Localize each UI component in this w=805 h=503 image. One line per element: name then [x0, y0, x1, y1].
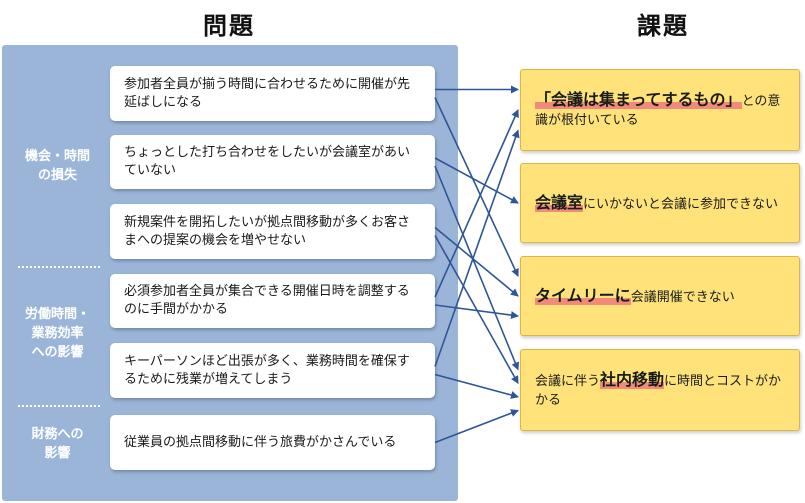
connection-arrow [434, 409, 519, 444]
issue-box: 会議に伴う社内移動に時間とコストがかかる [520, 349, 800, 431]
problem-box: 参加者全員が揃う時間に合わせるために開催が先延ばしになる [110, 66, 435, 121]
issue-highlight: タイムリーに [535, 285, 631, 305]
issue-text: 会議室にいかないと会議に参加できない [535, 192, 779, 214]
problem-text: キーパーソンほど出張が多く、業務時間を確保するために残業が増えてしまう [124, 353, 410, 387]
category-label: 機会・時間 の損失 [24, 149, 90, 183]
issue-pre: 会議に伴う [535, 374, 601, 389]
issue-text: 会議に伴う社内移動に時間とコストがかかる [535, 370, 785, 410]
category-financial-impact: 財務への 影響 [10, 425, 105, 463]
issue-post: との意識が根付いている [535, 94, 781, 128]
issue-box: 会議室にいかないと会議に参加できない [520, 163, 800, 243]
issue-highlight: 会議室 [535, 192, 584, 212]
connection-arrow [434, 165, 520, 371]
problem-text: 新規案件を開拓したいが拠点間移動が多くお客さまへの提案の機会を増やせない [124, 214, 411, 248]
issue-box: 「会議は集まってするもの」との意識が根付いている [520, 69, 800, 151]
issue-box: タイムリーに会議開催できない [520, 256, 800, 336]
problem-text: 参加者全員が揃う時間に合わせるために開催が先延ばしになる [124, 76, 411, 110]
issue-post: にいかないと会議に参加できない [583, 196, 779, 212]
problem-box: 新規案件を開拓したいが拠点間移動が多くお客さまへの提案の機会を増やせない [110, 204, 435, 259]
connection-arrow [434, 97, 519, 277]
category-separator [18, 266, 100, 268]
issue-highlight: 「会議は集まってするもの」 [535, 90, 742, 109]
problem-box: 必須参加者全員が集合できる開催日時を調整するのに手間がかかる [110, 274, 435, 328]
issue-text: タイムリーに会議開催できない [535, 285, 735, 307]
connection-arrow [434, 235, 519, 385]
connection-arrow [434, 109, 519, 298]
issue-text: 「会議は集まってするもの」との意識が根付いている [535, 90, 785, 130]
problem-box: ちょっとした打ち合わせをしたいが会議室があいていない [110, 135, 435, 189]
problem-text: 必須参加者全員が集合できる開催日時を調整するのに手間がかかる [124, 284, 410, 317]
connection-arrow [434, 129, 520, 367]
category-label: 財務への 影響 [31, 427, 84, 461]
connection-arrow [434, 226, 519, 297]
problem-text: ちょっとした打ち合わせをしたいが会議室があいていない [124, 145, 411, 178]
issue-highlight: 社内移動 [600, 370, 665, 389]
connection-arrow [434, 157, 519, 204]
category-work-efficiency: 労働時間・ 業務効率 への影響 [10, 305, 105, 362]
problems-header: 問題 [203, 12, 255, 40]
problem-box: キーパーソンほど出張が多く、業務時間を確保するために残業が増えてしまう [110, 343, 435, 398]
category-label: 労働時間・ 業務効率 への影響 [24, 307, 90, 360]
issue-post: 会議開催できない [630, 289, 735, 305]
issues-header: 課題 [637, 12, 689, 40]
issue-post: に時間とコストがかかる [535, 374, 782, 408]
problem-box: 従業員の拠点間移動に伴う旅費がかさんでいる [110, 415, 435, 470]
connection-arrow [434, 304, 519, 320]
category-separator [18, 405, 100, 407]
category-opportunity-time-loss: 機会・時間 の損失 [10, 147, 105, 185]
problem-text: 従業員の拠点間移動に伴う旅費がかさんでいる [124, 434, 397, 450]
connection-arrow [434, 373, 519, 399]
